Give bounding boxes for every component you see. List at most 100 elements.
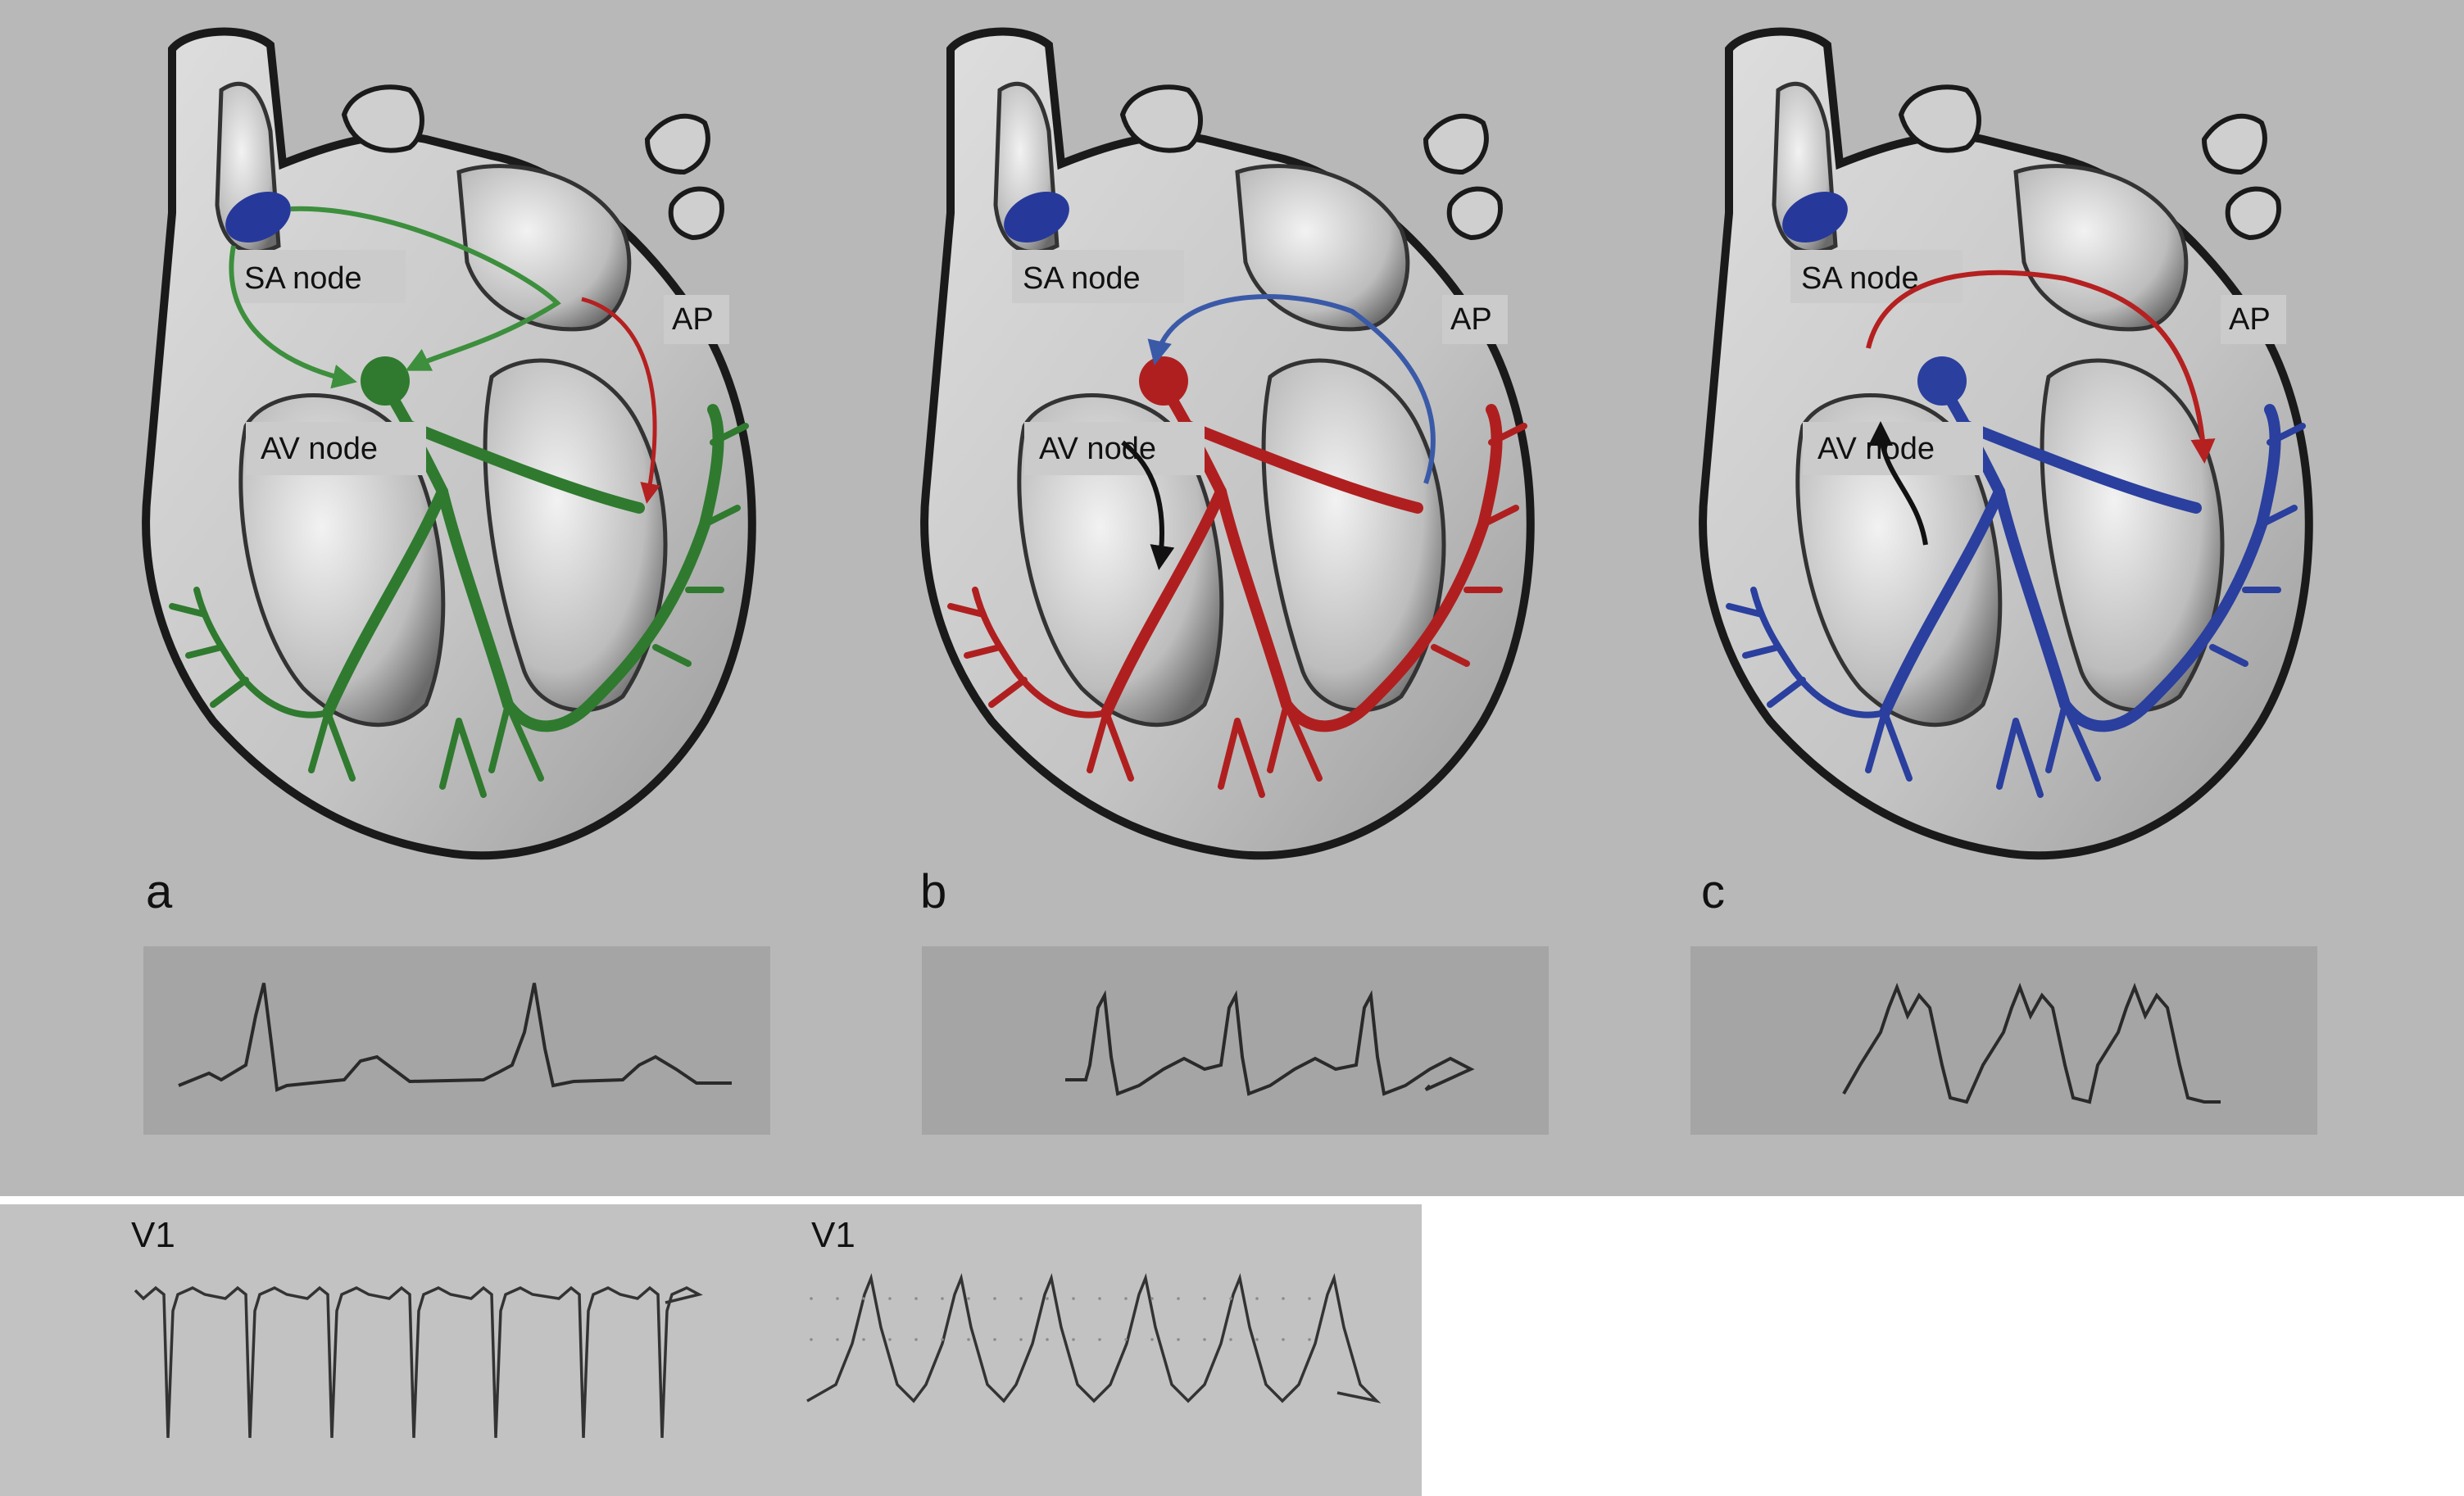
- purkinje-branch-2: [1994, 486, 2071, 710]
- ap-label: AP: [672, 302, 714, 337]
- arrow-retrograde-accessory: [1147, 294, 1436, 484]
- great-vessel-2: [1423, 113, 1489, 175]
- great-vessel-3: [2225, 186, 2281, 241]
- purkinje-branch-7: [488, 701, 511, 773]
- av-node: [361, 356, 410, 406]
- av-label-box: [1024, 422, 1205, 475]
- purkinje-branch-18: [652, 644, 692, 667]
- purkinje-branch-14: [964, 644, 1003, 659]
- purkinje-branch-6: [1750, 587, 1888, 719]
- sa-node: [1782, 192, 1848, 243]
- purkinje-branch-11: [1865, 709, 1888, 773]
- purkinje-branch-11: [308, 709, 331, 773]
- grid-dot: [993, 1338, 996, 1341]
- lead-panel-background: [0, 1204, 1422, 1496]
- purkinje-branch-7: [2045, 701, 2068, 773]
- grid-dot: [1098, 1297, 1101, 1300]
- grid-dot: [1282, 1338, 1285, 1341]
- purkinje-branch-15: [1726, 603, 1765, 618]
- purkinje-branch-3: [322, 486, 448, 719]
- ap-label: AP: [2229, 302, 2271, 337]
- lead-trace-narrow: [134, 1285, 703, 1439]
- left-atrium: [2013, 164, 2189, 332]
- grid-dot: [862, 1338, 865, 1341]
- left-ventricle: [2040, 358, 2225, 713]
- purkinje-branch-4: [1961, 420, 2202, 514]
- arrow-antegrade-accessory: [1866, 270, 2216, 464]
- purkinje-branch-3: [1879, 486, 2005, 719]
- grid-dot: [1019, 1338, 1023, 1341]
- great-vessel-2: [2201, 113, 2267, 175]
- great-vessel-1: [1119, 84, 1203, 153]
- lead-trace-wide: [806, 1272, 1382, 1403]
- grid-dot: [1150, 1338, 1154, 1341]
- purkinje-branch-7: [1267, 701, 1290, 773]
- purkinje-branch-5: [1281, 404, 1503, 732]
- grid-dot: [810, 1297, 813, 1300]
- grid-dot: [862, 1297, 865, 1300]
- sa-label-box: [1790, 250, 1963, 303]
- ap-label-box: [2221, 295, 2286, 344]
- ecg-trace-c: [1842, 982, 2221, 1104]
- ecg-trace-a: [178, 982, 732, 1092]
- purkinje-branch-10: [2012, 718, 2044, 798]
- purkinje-branch-8: [1283, 701, 1323, 782]
- purkinje-branch-2: [437, 486, 514, 710]
- purkinje-branch-9: [1996, 718, 2019, 790]
- right-ventricle: [1795, 393, 2003, 728]
- av-label-box: [246, 422, 426, 475]
- purkinje-branch-18: [2209, 644, 2248, 667]
- purkinje-branch-19: [710, 423, 749, 446]
- lead-grid-dots: [810, 1297, 1311, 1341]
- arrow-accessory-pathway: [581, 297, 660, 504]
- ecg-box-a: [143, 946, 770, 1135]
- grid-dot: [1150, 1297, 1154, 1300]
- grid-dot: [1019, 1297, 1023, 1300]
- purkinje-branch-6: [972, 587, 1109, 719]
- av-node-label: AV node: [1039, 432, 1156, 466]
- lead-label-2: V1: [811, 1215, 855, 1255]
- panel-c: SA node AV node AP: [1699, 27, 2313, 860]
- grid-dot: [836, 1297, 839, 1300]
- great-vessel-2: [644, 113, 710, 175]
- purkinje-branch-8: [2062, 701, 2101, 782]
- arrow-sa-to-av-via-atria: [290, 206, 561, 371]
- left-atrium: [1235, 164, 1410, 332]
- sa-node-label: SA node: [1023, 261, 1141, 296]
- grid-dot: [1124, 1338, 1128, 1341]
- grid-dot: [836, 1338, 839, 1341]
- purkinje-branch-14: [1742, 644, 1781, 659]
- ap-label-box: [1442, 295, 1508, 344]
- arrow-antegrade-av: [1121, 440, 1175, 570]
- av-node-label: AV node: [1817, 432, 1935, 466]
- grid-dot: [1072, 1297, 1075, 1300]
- grid-dot: [993, 1297, 996, 1300]
- panel-letter-a: a: [146, 865, 173, 918]
- panel-b: SA node AV node AP: [920, 27, 1535, 860]
- great-vessel-1: [341, 84, 424, 153]
- grid-dot: [914, 1297, 918, 1300]
- purkinje-branch-11: [1087, 709, 1109, 773]
- purkinje-branch-13: [988, 677, 1028, 708]
- ecg-box-b: [922, 946, 1549, 1135]
- purkinje-branch-4: [1182, 420, 1423, 514]
- grid-dot: [1255, 1297, 1259, 1300]
- panel-letter-b: b: [920, 865, 946, 918]
- purkinje-branch-14: [185, 644, 225, 659]
- sa-label-box: [1012, 250, 1184, 303]
- grid-dot: [967, 1297, 970, 1300]
- purkinje-branch-4: [404, 420, 645, 514]
- purkinje-branch-5: [2059, 404, 2281, 732]
- grid-dot: [1229, 1297, 1232, 1300]
- ap-label-box: [664, 295, 729, 344]
- sa-node-label: SA node: [1801, 261, 1919, 296]
- ap-label: AP: [1450, 302, 1492, 337]
- grid-dot: [1255, 1338, 1259, 1341]
- purkinje-branch-10: [1234, 718, 1265, 798]
- sa-label-box: [234, 250, 406, 303]
- panel-letter-c: c: [1701, 865, 1725, 918]
- purkinje-branch-3: [1100, 486, 1227, 719]
- grid-dot: [1203, 1297, 1206, 1300]
